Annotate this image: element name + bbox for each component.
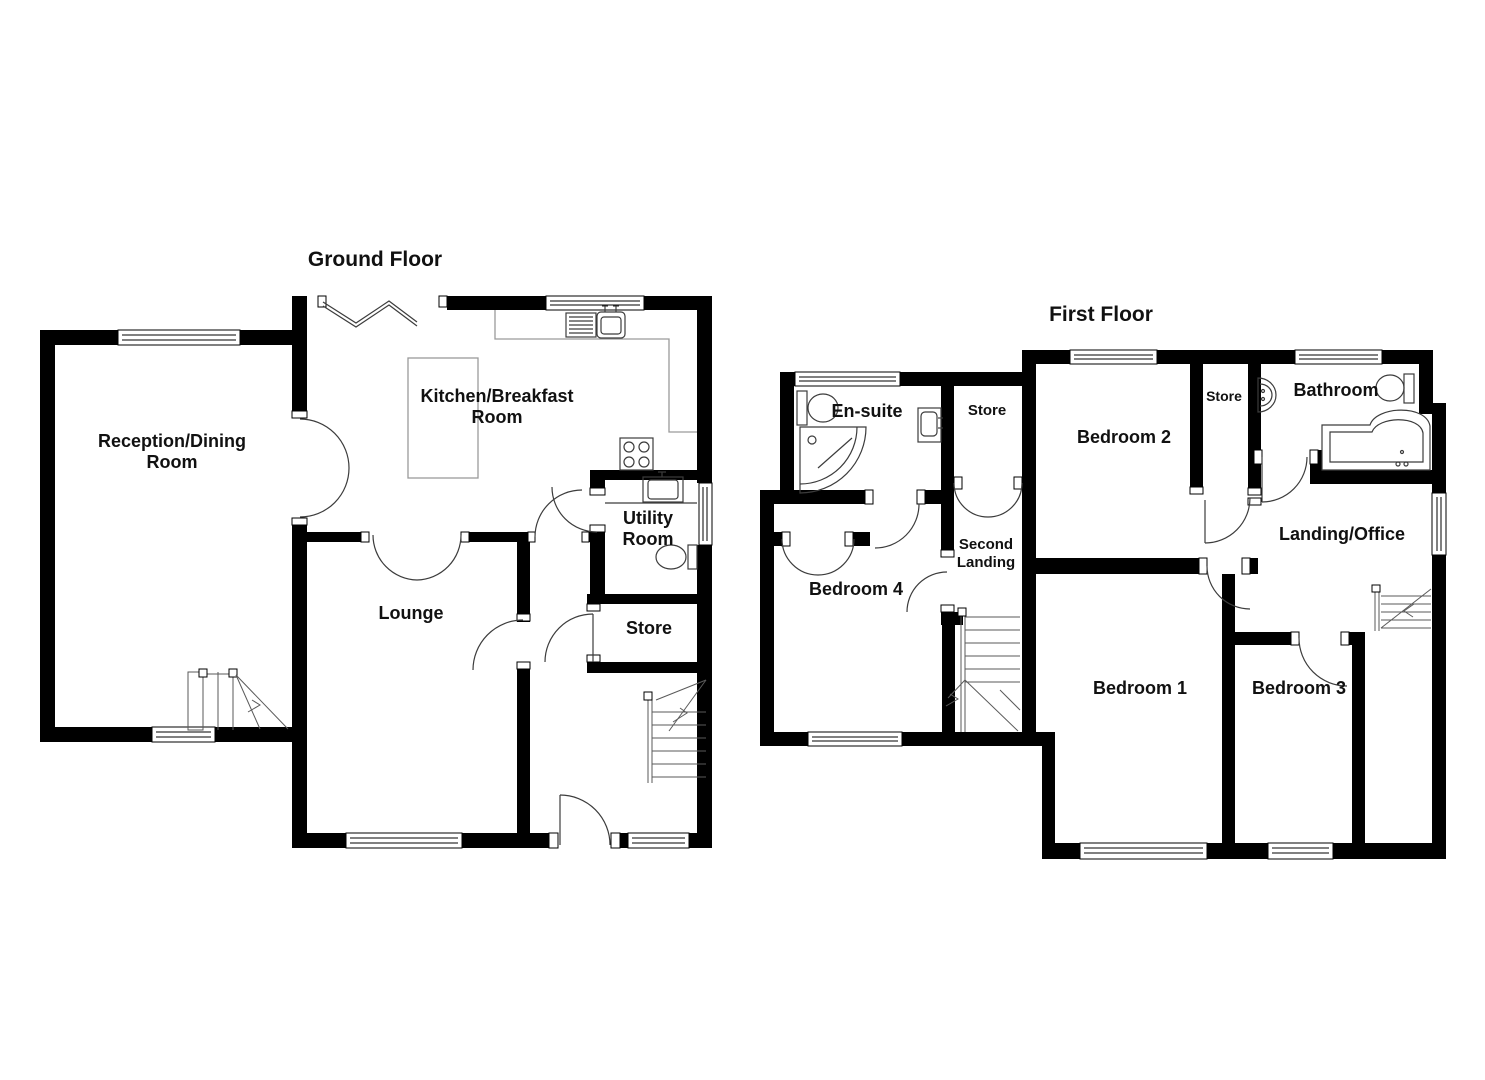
room-label-kitchen: Kitchen/Breakfast [420,386,573,406]
window-icon [794,371,901,387]
hob-icon [619,437,654,471]
ground-floor-windows [117,295,713,849]
window-icon [1069,349,1158,365]
ground-floor-title: Ground Floor [308,248,442,271]
window-icon [151,726,216,743]
utility-sink-icon [605,471,697,504]
first-floor-staircase-icon [945,607,1021,732]
drainer-icon [565,312,597,338]
room-label-second-landing-2: Landing [957,554,1015,571]
window-icon [117,329,241,346]
first-floor-doors [781,456,1348,687]
ground-floor-labels: Ground Floor Reception/Dining Room Kitch… [98,248,674,638]
staircase-lower-icon [187,668,289,731]
toilet-icon [655,544,698,570]
room-label-ensuite: En-suite [831,401,902,421]
ground-floor-plan: Ground Floor Reception/Dining Room Kitch… [40,248,713,849]
room-label-landing-office: Landing/Office [1279,524,1405,544]
room-label-bedroom2: Bedroom 2 [1077,427,1171,447]
window-icon [807,731,903,747]
room-label-kitchen-2: Room [472,407,523,427]
room-label-reception: Reception/Dining [98,431,246,451]
landing-staircase-icon [1371,584,1432,631]
first-floor-walls [760,350,1446,859]
room-label-bedroom4: Bedroom 4 [809,579,903,599]
ground-floor-walls [40,296,712,848]
staircase-icon [643,679,707,783]
first-floor-title: First Floor [1049,303,1153,326]
window-icon [627,832,690,849]
room-label-lounge: Lounge [379,603,444,623]
ensuite-basin-icon [917,407,943,443]
bathroom-toilet-icon [1375,373,1415,404]
room-label-bathroom: Bathroom [1294,380,1379,400]
pedestal-basin-icon [1257,377,1277,413]
room-label-utility-2: Room [623,529,674,549]
room-label-second-landing: Second [959,536,1013,553]
room-label-store-right: Store [1206,388,1242,404]
room-label-utility: Utility [623,508,673,528]
shower-icon [799,426,867,494]
room-label-store-left: Store [968,402,1006,419]
window-icon [1267,842,1334,860]
room-label-bedroom3: Bedroom 3 [1252,678,1346,698]
kitchen-counter [407,310,697,479]
first-floor-windows [794,349,1447,860]
window-icon [1431,492,1447,556]
window-icon [1294,349,1383,365]
ensuite-toilet-icon [796,390,839,426]
bath-icon [1321,409,1431,471]
bifold-doors-icon [322,300,418,328]
room-label-reception-2: Room [147,452,198,472]
first-floor-plan: First Floor En-suite Store Bedroom 2 Sto… [760,303,1447,860]
kitchen-sink-icon [596,305,626,339]
room-label-store: Store [626,618,672,638]
window-icon [545,295,645,311]
first-floor-labels: First Floor En-suite Store Bedroom 2 Sto… [809,303,1405,698]
kitchen-island [407,357,479,479]
ground-floor-doors [299,418,611,846]
window-icon [698,482,713,546]
first-floor-jambs [781,449,1350,646]
ground-floor-jambs [291,295,621,849]
window-icon [345,832,463,849]
window-icon [1079,842,1208,860]
room-label-bedroom1: Bedroom 1 [1093,678,1187,698]
